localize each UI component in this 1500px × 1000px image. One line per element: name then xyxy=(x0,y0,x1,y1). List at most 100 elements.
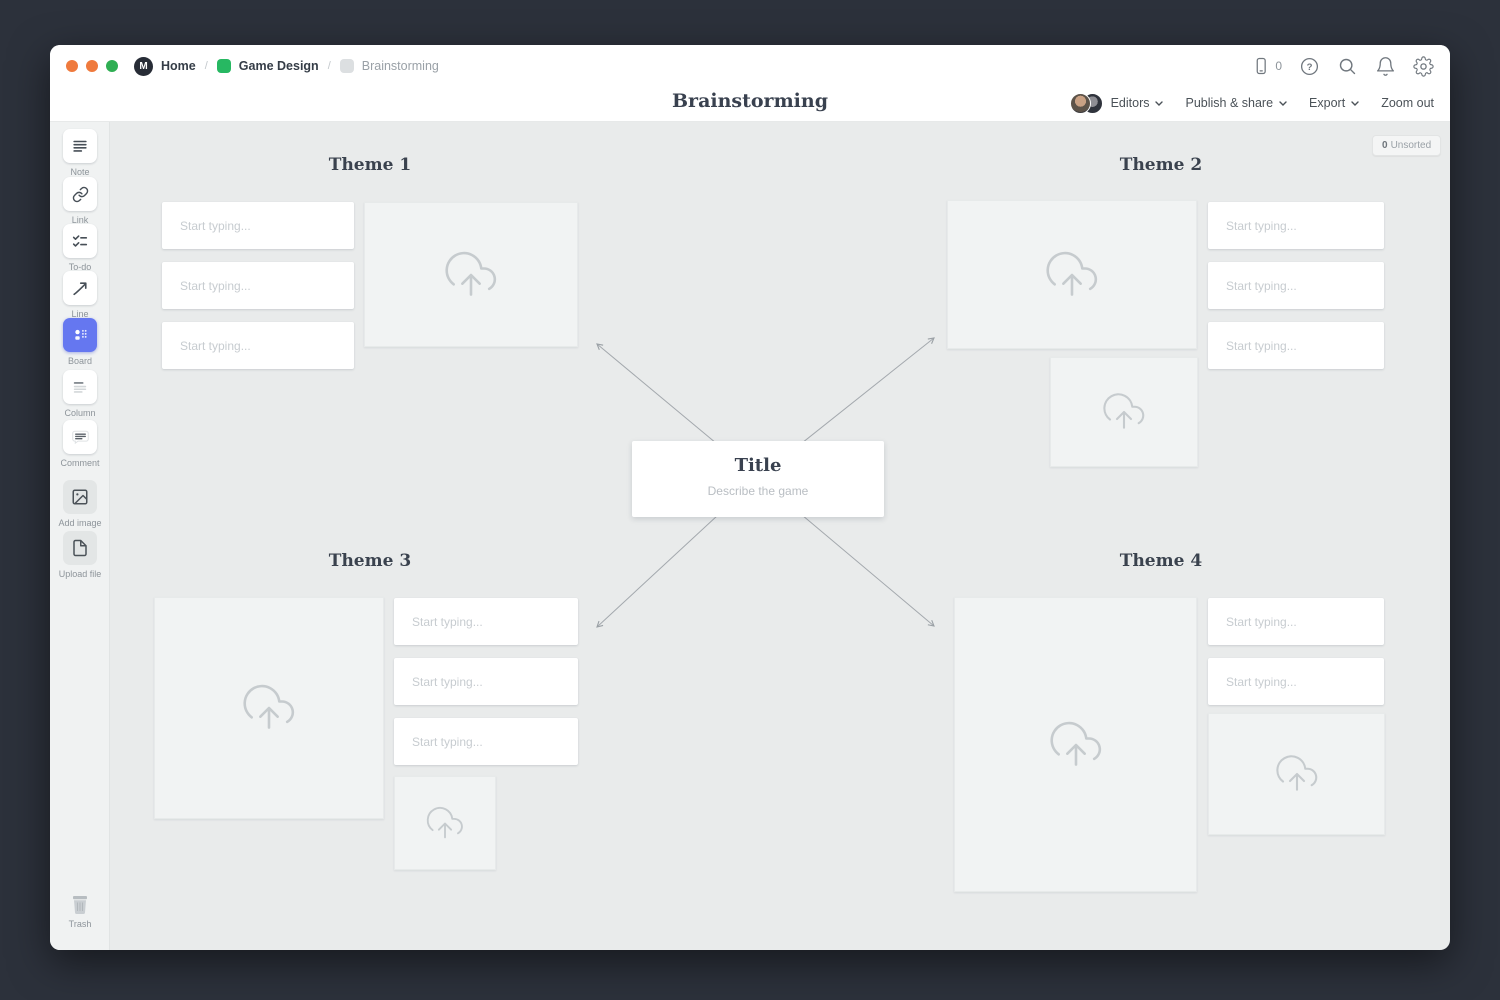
tool-label: Link xyxy=(71,215,89,225)
zoom-window-button[interactable] xyxy=(106,60,118,72)
trash-dropzone[interactable]: Trash xyxy=(50,892,110,929)
note-placeholder: Start typing... xyxy=(412,674,483,689)
breadcrumb-separator: / xyxy=(327,60,331,72)
minimize-window-button[interactable] xyxy=(86,60,98,72)
note-icon xyxy=(63,129,97,163)
toolbar-sidebar: Note Link To-do Line xyxy=(50,122,110,950)
board-title[interactable]: Brainstorming xyxy=(672,90,828,112)
breadcrumb-separator: / xyxy=(204,60,208,72)
unsorted-label: Unsorted xyxy=(1390,140,1432,151)
breadcrumb-project[interactable]: Game Design xyxy=(238,59,319,73)
theme-2-heading[interactable]: Theme 2 xyxy=(1119,155,1203,175)
note-card[interactable]: Start typing... xyxy=(394,658,578,705)
cloud-upload-icon xyxy=(1049,721,1101,766)
note-card[interactable]: Start typing... xyxy=(1208,202,1384,249)
link-icon xyxy=(63,177,97,211)
help-button[interactable]: ? xyxy=(1299,56,1320,77)
note-card[interactable]: Start typing... xyxy=(394,718,578,765)
search-icon xyxy=(1339,58,1356,74)
note-placeholder: Start typing... xyxy=(1226,614,1297,629)
tool-note[interactable]: Note xyxy=(50,129,110,177)
tool-board[interactable]: Board xyxy=(50,318,110,366)
chevron-down-icon xyxy=(1279,100,1287,106)
publish-share-label: Publish & share xyxy=(1185,96,1274,110)
tool-comment[interactable]: Comment xyxy=(50,420,110,468)
image-upload-card[interactable] xyxy=(394,776,496,870)
editor-avatars xyxy=(1069,92,1103,114)
export-label: Export xyxy=(1309,96,1346,110)
center-card-title[interactable]: Title xyxy=(734,455,782,476)
board-title-row: Brainstorming Editors Publish & share Ex… xyxy=(50,87,1450,122)
chevron-down-icon xyxy=(1351,100,1359,106)
note-card[interactable]: Start typing... xyxy=(162,322,354,369)
export-menu[interactable]: Export xyxy=(1309,96,1359,110)
tool-link[interactable]: Link xyxy=(50,177,110,225)
center-title-card[interactable]: Title Describe the game xyxy=(632,441,884,517)
tool-todo[interactable]: To-do xyxy=(50,224,110,272)
zoom-out-button[interactable]: Zoom out xyxy=(1381,96,1434,110)
image-upload-card[interactable] xyxy=(364,202,578,347)
todo-icon xyxy=(63,224,97,258)
notifications-button[interactable] xyxy=(1375,56,1396,77)
theme-4-heading[interactable]: Theme 4 xyxy=(1119,551,1203,571)
topbar-icons: 0 ? xyxy=(1251,55,1434,77)
note-placeholder: Start typing... xyxy=(180,338,251,353)
search-button[interactable] xyxy=(1337,56,1358,77)
cloud-upload-icon xyxy=(1046,251,1098,296)
note-placeholder: Start typing... xyxy=(1226,218,1297,233)
note-card[interactable]: Start typing... xyxy=(162,262,354,309)
center-card-subtitle[interactable]: Describe the game xyxy=(707,484,809,498)
cloud-upload-icon xyxy=(426,806,463,838)
tool-upload-file[interactable]: Upload file xyxy=(50,531,110,579)
note-card[interactable]: Start typing... xyxy=(1208,658,1384,705)
avatar xyxy=(1069,92,1091,114)
note-placeholder: Start typing... xyxy=(1226,338,1297,353)
window-controls xyxy=(66,60,118,72)
image-upload-card[interactable] xyxy=(954,597,1197,892)
comment-icon xyxy=(63,420,97,454)
image-upload-card[interactable] xyxy=(947,200,1197,349)
tool-label: Upload file xyxy=(58,569,102,579)
tool-label: To-do xyxy=(68,262,92,272)
note-placeholder: Start typing... xyxy=(1226,674,1297,689)
publish-share-menu[interactable]: Publish & share xyxy=(1185,96,1287,110)
tool-label: Comment xyxy=(60,458,100,468)
note-placeholder: Start typing... xyxy=(180,278,251,293)
mobile-uploads-button[interactable]: 0 xyxy=(1251,56,1282,76)
note-card[interactable]: Start typing... xyxy=(394,598,578,645)
image-upload-card[interactable] xyxy=(154,597,384,819)
upload-file-icon xyxy=(63,531,97,565)
note-card[interactable]: Start typing... xyxy=(162,202,354,249)
chevron-down-icon xyxy=(1155,100,1164,106)
settings-button[interactable] xyxy=(1413,55,1434,77)
editors-menu[interactable]: Editors xyxy=(1069,92,1164,114)
app-logo[interactable]: M xyxy=(134,56,153,76)
image-upload-card[interactable] xyxy=(1050,357,1198,467)
line-arrow-icon xyxy=(63,271,97,305)
image-upload-card[interactable] xyxy=(1208,713,1385,835)
tool-add-image[interactable]: Add image xyxy=(50,480,110,528)
trash-label: Trash xyxy=(68,919,92,929)
note-card[interactable]: Start typing... xyxy=(1208,598,1384,645)
tool-label: Line xyxy=(71,309,89,319)
theme-3-heading[interactable]: Theme 3 xyxy=(328,551,412,571)
close-window-button[interactable] xyxy=(66,60,78,72)
theme-1-heading[interactable]: Theme 1 xyxy=(328,155,412,175)
tool-label: Add image xyxy=(58,518,102,528)
tool-column[interactable]: Column xyxy=(50,370,110,418)
svg-text:?: ? xyxy=(1307,62,1313,73)
current-board-icon xyxy=(339,59,354,73)
tool-line[interactable]: Line xyxy=(50,271,110,319)
tool-label: Note xyxy=(70,167,90,177)
note-card[interactable]: Start typing... xyxy=(1208,262,1384,309)
bell-icon xyxy=(1376,56,1395,76)
breadcrumb-home[interactable]: Home xyxy=(161,59,196,73)
app-window: M Home / Game Design / Brainstorming 0 xyxy=(50,45,1450,950)
unsorted-count: 0 xyxy=(1382,140,1388,151)
cloud-upload-icon xyxy=(1275,755,1317,791)
header: M Home / Game Design / Brainstorming 0 xyxy=(50,45,1450,122)
column-icon xyxy=(63,370,97,404)
cloud-upload-icon xyxy=(1103,393,1145,429)
note-card[interactable]: Start typing... xyxy=(1208,322,1384,369)
